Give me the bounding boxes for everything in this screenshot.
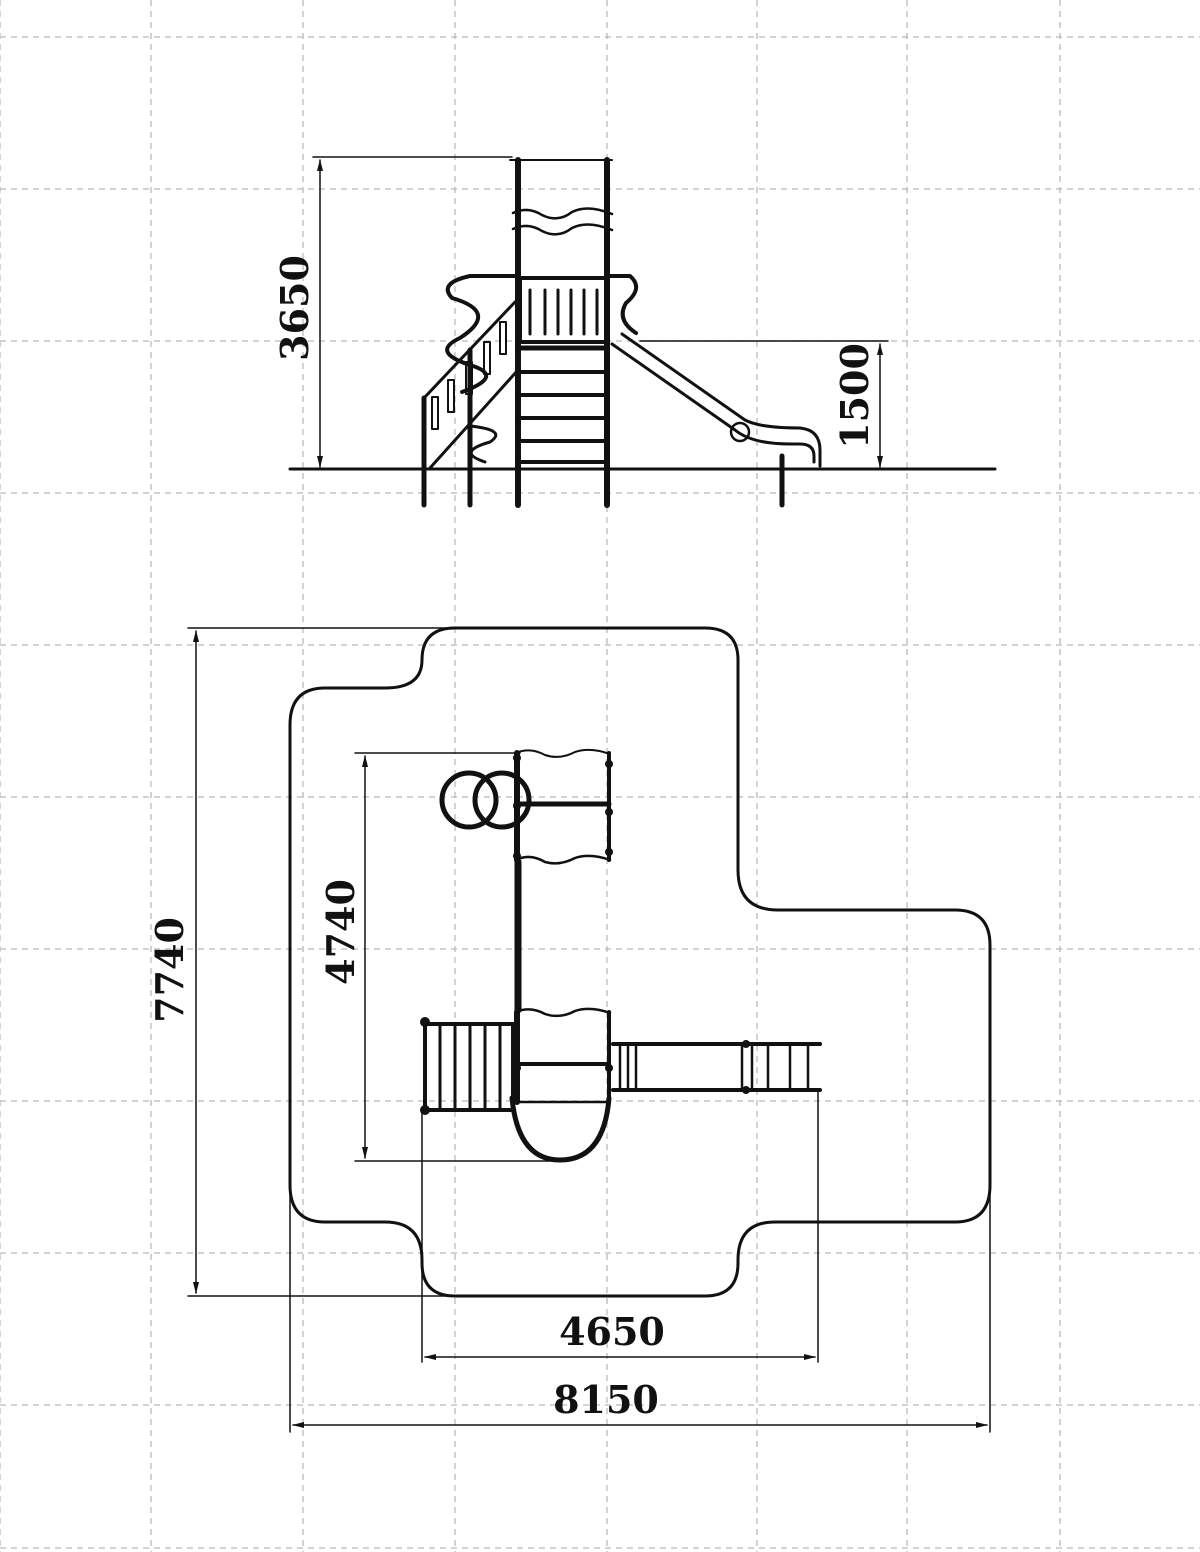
dimension-label-4650: 4650 [559,1309,665,1354]
safety-zone-outline [288,626,992,1298]
plan-ladder [420,1017,515,1115]
dimension-label-4740: 4740 [318,879,363,985]
tower [509,157,614,508]
dimension-8150: 8150 [289,1189,991,1433]
dimension-label-1500: 1500 [832,343,877,449]
dimension-4740: 4740 [318,752,563,1162]
dimension-7740: 7740 [147,627,456,1297]
ladder [516,370,609,464]
panel-grille [518,276,608,344]
lower-tower [509,1007,613,1163]
plan-slide [611,1040,822,1094]
upper-tower [439,748,613,865]
dimension-3650: 3650 [272,156,513,468]
dimension-1500: 1500 [639,340,889,468]
slide [610,332,822,508]
dimension-label-8150: 8150 [553,1377,659,1422]
plan-view: 4740 7740 4650 8150 [147,626,992,1433]
dimension-label-3650: 3650 [272,255,317,361]
dimension-4650: 4650 [421,1091,819,1363]
dimension-label-7740: 7740 [147,917,192,1023]
side-elevation-view: 3650 1500 [272,156,997,508]
climbing-ramp [421,300,520,508]
